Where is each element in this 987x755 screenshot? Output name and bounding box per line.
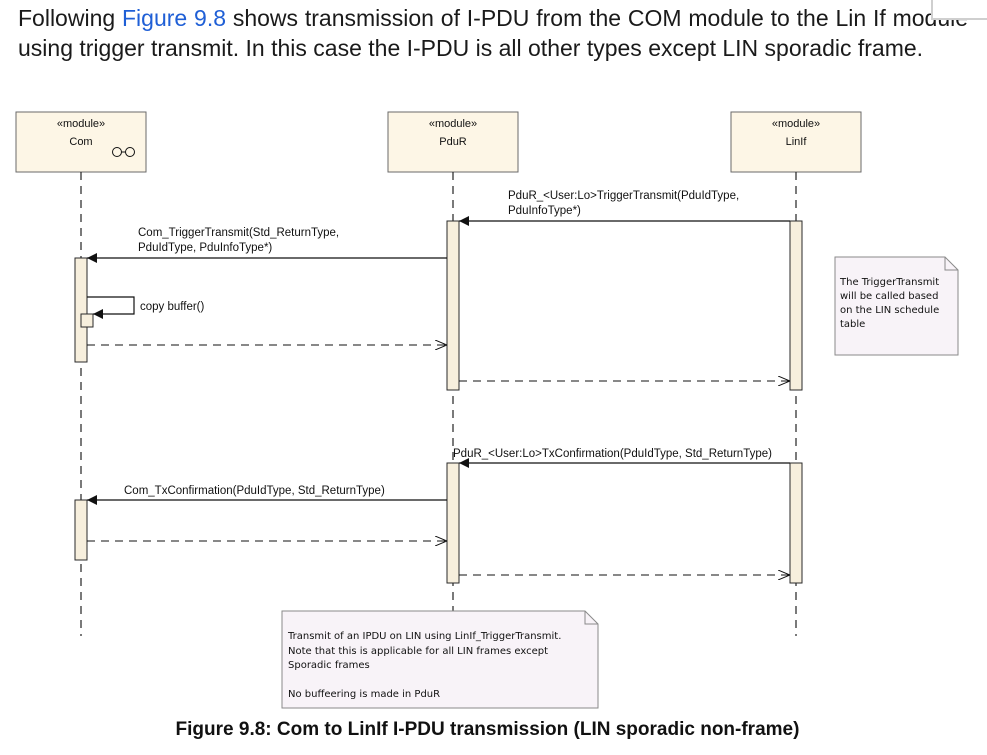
note-schedule: The TriggerTransmit will be called based… (834, 256, 959, 356)
module-pdur-stereotype: «module» (429, 118, 477, 130)
note-transmit-line-1: Transmit of an IPDU on LIN using LinIf_T… (287, 631, 561, 642)
activation-com-2 (74, 499, 88, 561)
module-com-name: Com (69, 136, 92, 148)
module-linif-stereotype: «module» (772, 118, 820, 130)
glasses-icon (112, 147, 135, 157)
label-com-trigger-transmit-2: PduIdType, PduInfoType*) (138, 242, 272, 254)
activation-pdur-1 (446, 220, 460, 391)
note-transmit-line-2: Note that this is applicable for all LIN… (288, 646, 548, 657)
activation-linif-2 (789, 462, 803, 584)
intro-paragraph: Following Figure 9.8 shows transmission … (18, 3, 968, 63)
note-transmit-line-5: No buffeering is made in PduR (288, 689, 440, 700)
figure-caption: Figure 9.8: Com to LinIf I-PDU transmiss… (175, 719, 800, 740)
module-linif-name: LinIf (786, 136, 808, 148)
note-schedule-line-2: will be called based (840, 291, 938, 302)
note-schedule-line-4: table (840, 319, 865, 330)
note-schedule-line-1: The TriggerTransmit (839, 277, 939, 288)
label-pdur-trigger-transmit-1: PduR_<User:Lo>TriggerTransmit(PduIdType, (508, 190, 739, 202)
module-linif[interactable]: «module» LinIf (730, 111, 862, 173)
intro-text-2: shows transmission of I-PDU from the COM… (18, 5, 969, 61)
module-pdur[interactable]: «module» PduR (387, 111, 519, 173)
label-com-tx-confirmation: Com_TxConfirmation(PduIdType, Std_Return… (124, 485, 385, 497)
page-corner-tab (931, 0, 987, 20)
module-pdur-name: PduR (439, 136, 467, 148)
module-com[interactable]: «module» Com (15, 111, 147, 173)
module-pdur-box (387, 111, 519, 173)
note-transmit: Transmit of an IPDU on LIN using LinIf_T… (281, 610, 599, 709)
intro-text-1: Following (18, 5, 122, 31)
figure-reference-link[interactable]: Figure 9.8 (122, 5, 226, 31)
module-com-stereotype: «module» (57, 118, 105, 130)
activation-com-self (80, 313, 94, 328)
activation-pdur-2 (446, 462, 460, 584)
module-com-box (15, 111, 147, 173)
msg-copy-buffer (87, 296, 135, 319)
note-schedule-line-3: on the LIN schedule (840, 305, 939, 316)
activation-linif-1 (789, 220, 803, 391)
label-copy-buffer: copy buffer() (140, 301, 205, 313)
note-transmit-line-3: Sporadic frames (288, 660, 370, 671)
module-linif-box (730, 111, 862, 173)
label-pdur-tx-confirmation: PduR_<User:Lo>TxConfirmation(PduIdType, … (453, 448, 772, 460)
label-com-trigger-transmit-1: Com_TriggerTransmit(Std_ReturnType, (138, 227, 339, 239)
activation-com-1 (74, 257, 88, 363)
label-pdur-trigger-transmit-2: PduInfoType*) (508, 205, 581, 217)
